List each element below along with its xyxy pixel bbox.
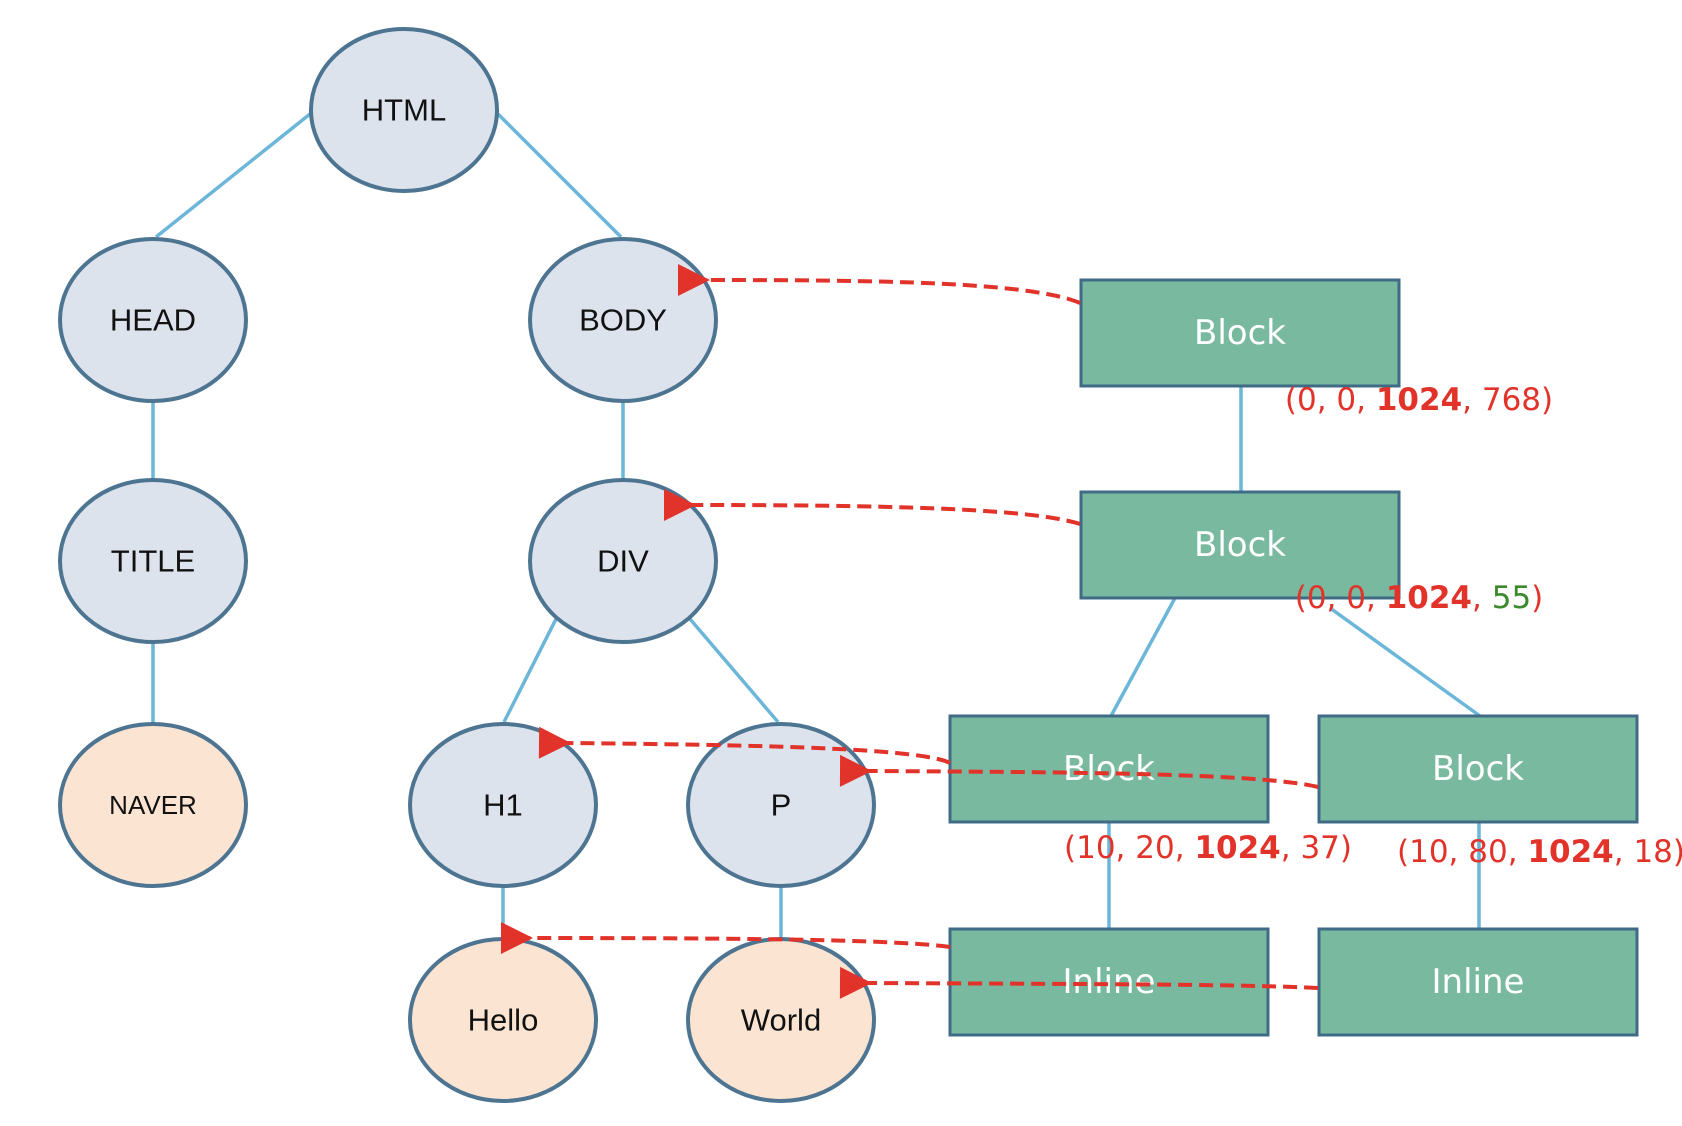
- ref-arrow-divbox-div: [663, 488, 1081, 526]
- coord-label-h1: (10, 20, 1024, 37): [1064, 830, 1352, 866]
- dom-node-div-label: DIV: [597, 544, 649, 579]
- dom-tree-edges: [151, 112, 783, 938]
- render-tree-edges: [1107, 386, 1482, 929]
- render-box-body: Block: [1079, 278, 1401, 388]
- edge-div-p: [688, 617, 780, 724]
- dom-node-head: HEAD: [58, 237, 248, 403]
- dom-node-body: BODY: [528, 237, 718, 403]
- reference-arrows: [500, 263, 1319, 999]
- edge-html-body: [496, 112, 623, 239]
- dom-node-div: DIV: [528, 478, 718, 644]
- edge-divbox-h1box: [1109, 597, 1177, 717]
- coord-label-body: (0, 0, 1024, 768): [1285, 382, 1553, 418]
- render-box-p: Block: [1317, 714, 1639, 824]
- edge-html-head: [154, 112, 312, 239]
- dom-node-title: TITLE: [58, 478, 248, 644]
- text-node-world-label: World: [741, 1003, 821, 1038]
- ref-arrow-bodybox-body: [677, 263, 1081, 305]
- dom-node-h1: H1: [408, 722, 598, 888]
- coord-label-p: (10, 80, 1024, 18): [1397, 834, 1682, 870]
- coordinate-labels: (0, 0, 1024, 768) (0, 0, 1024, 55) (10, …: [1064, 382, 1682, 870]
- text-node-world: World: [686, 937, 876, 1103]
- render-inline-world: Inline: [1317, 927, 1639, 1037]
- dom-node-h1-label: H1: [483, 788, 523, 823]
- ref-arrow-h1box-h1: [538, 726, 951, 765]
- render-box-body-label: Block: [1194, 313, 1286, 353]
- dom-node-title-label: TITLE: [111, 544, 195, 579]
- coord-label-div: (0, 0, 1024, 55): [1295, 580, 1544, 616]
- render-box-div-label: Block: [1194, 525, 1286, 565]
- render-tree: Block Block Block Block Inline Inline: [948, 278, 1639, 1037]
- dom-node-html: HTML: [309, 27, 499, 193]
- text-node-naver: NAVER: [58, 722, 248, 888]
- render-inline-world-label: Inline: [1432, 962, 1525, 1002]
- text-node-hello-label: Hello: [468, 1003, 539, 1038]
- render-box-h1: Block: [948, 714, 1270, 824]
- dom-node-p-label: P: [771, 788, 792, 823]
- edge-divbox-pbox: [1328, 606, 1482, 718]
- render-box-p-label: Block: [1432, 749, 1524, 789]
- text-node-naver-label: NAVER: [109, 790, 197, 820]
- text-node-hello: Hello: [408, 937, 598, 1103]
- render-box-div: Block: [1079, 490, 1401, 600]
- dom-node-html-label: HTML: [362, 93, 446, 128]
- ref-arrow-hello-inline: [500, 921, 951, 954]
- dom-node-head-label: HEAD: [110, 303, 196, 338]
- dom-node-body-label: BODY: [579, 303, 667, 338]
- dom-node-p: P: [686, 722, 876, 888]
- edge-div-h1: [502, 618, 558, 723]
- render-box-h1-label: Block: [1063, 749, 1155, 789]
- ref-arrow-pbox-p: [839, 754, 1319, 789]
